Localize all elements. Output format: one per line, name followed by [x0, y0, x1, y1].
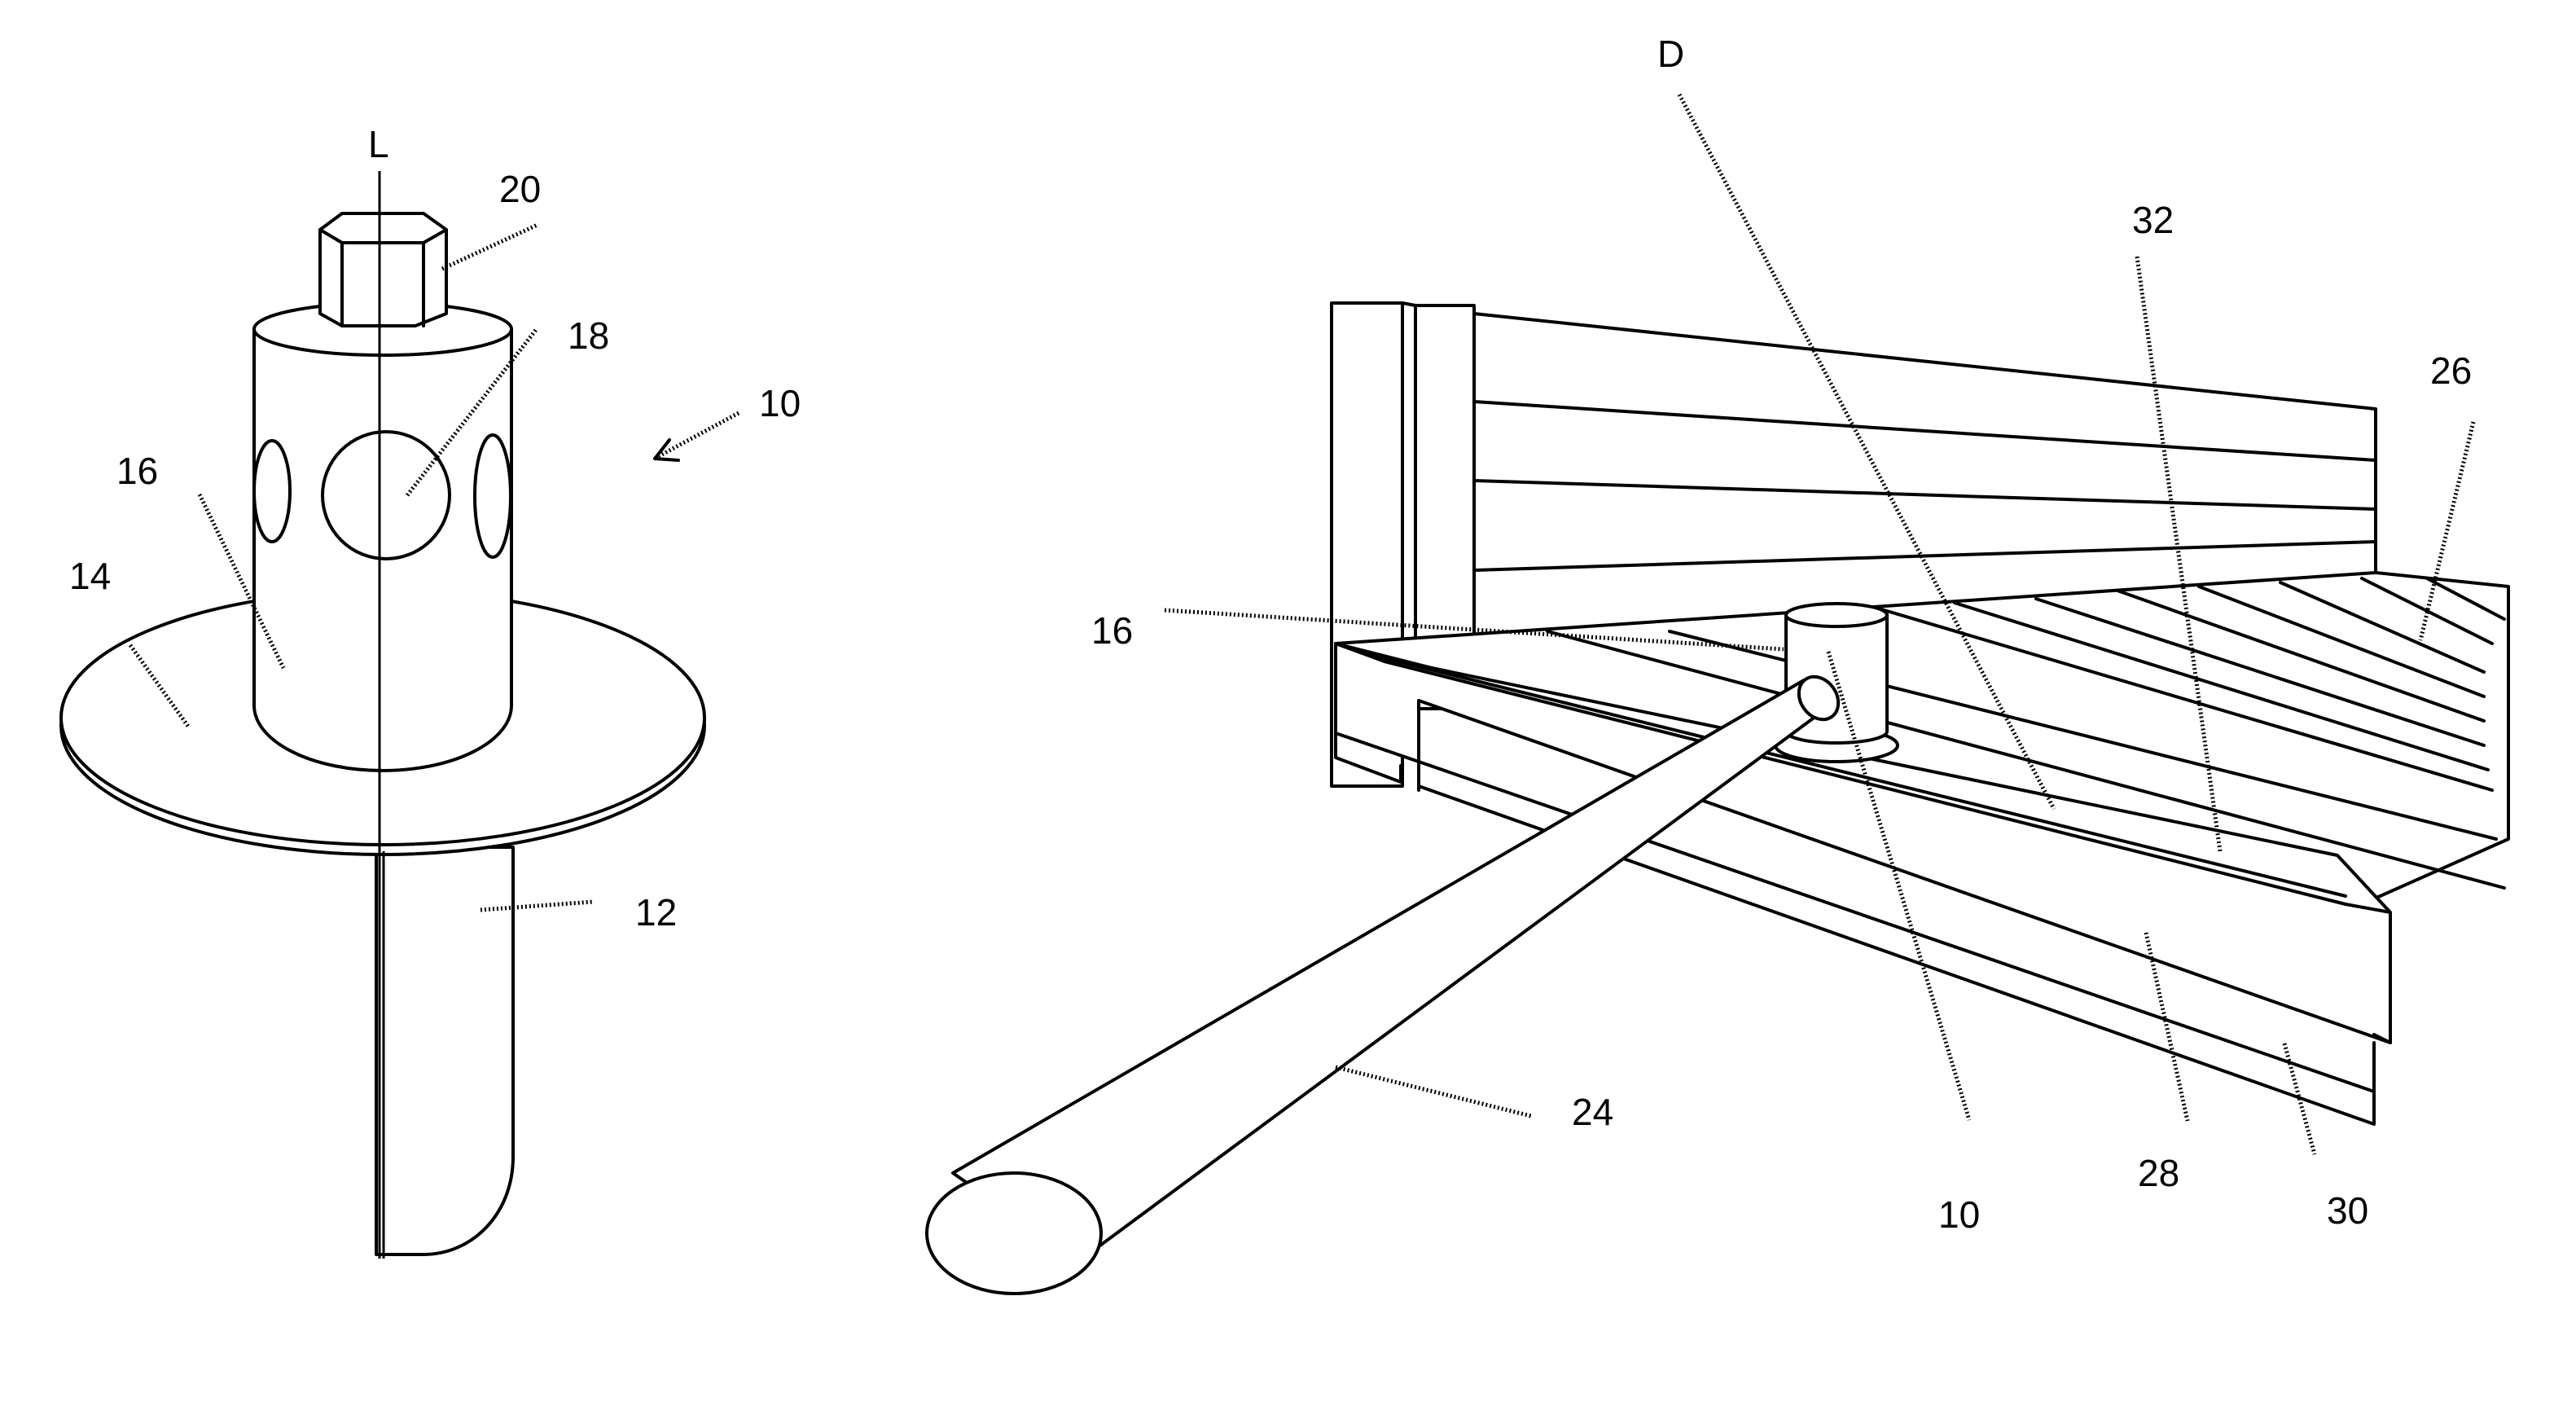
- sleeve-body: [254, 329, 511, 771]
- deck-installation-drawing: D 32 26 16 24 10 28 30: [927, 33, 2508, 1294]
- handle-end: [927, 1173, 1101, 1294]
- label-20: 20: [499, 168, 541, 210]
- device-arrow: [657, 413, 739, 457]
- label-12: 12: [635, 891, 677, 934]
- label-16: 16: [116, 450, 158, 492]
- bolt-head-top: [320, 213, 446, 243]
- label-16-right: 16: [1091, 609, 1133, 652]
- arrowhead-icon: [655, 440, 678, 460]
- label-24: 24: [1572, 1091, 1613, 1133]
- label-10: 10: [759, 382, 801, 424]
- label-28: 28: [2138, 1152, 2179, 1194]
- label-30: 30: [2327, 1189, 2368, 1232]
- label-axis-L: L: [368, 123, 389, 165]
- label-D: D: [1657, 33, 1684, 75]
- label-18: 18: [568, 314, 609, 357]
- label-26: 26: [2430, 349, 2472, 392]
- label-32: 32: [2132, 199, 2174, 241]
- label-10-right: 10: [1938, 1193, 1980, 1236]
- label-14: 14: [69, 555, 111, 597]
- spike-body: [376, 847, 513, 1254]
- anchor-device-drawing: L 20 18 10 16 14 12: [61, 123, 801, 1259]
